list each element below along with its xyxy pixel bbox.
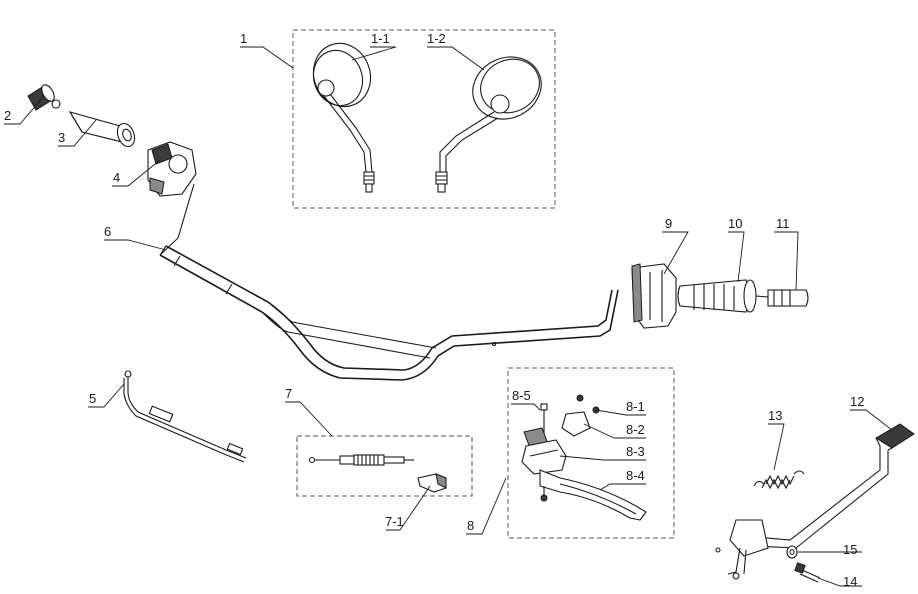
cable-boot bbox=[417, 473, 447, 493]
callout-1: 1 bbox=[240, 31, 247, 46]
callout-8-5: 8-5 bbox=[512, 388, 531, 403]
pedal-bolt bbox=[794, 562, 821, 583]
throttle-cable bbox=[123, 370, 247, 463]
callout-labels: 1 1-1 1-2 2 3 4 6 5 7 7-1 8 8-5 8-1 8-2 … bbox=[4, 31, 864, 589]
callout-9: 9 bbox=[665, 216, 672, 231]
callout-2: 2 bbox=[4, 108, 11, 123]
handlebar bbox=[159, 183, 619, 381]
left-switch-housing bbox=[147, 141, 197, 197]
throttle-grip bbox=[677, 279, 769, 313]
mirror-group-box bbox=[292, 29, 556, 209]
pedal-washer bbox=[786, 545, 798, 559]
mirror-right bbox=[435, 56, 542, 193]
callout-8-4: 8-4 bbox=[626, 468, 645, 483]
left-grip bbox=[68, 111, 136, 148]
cable-group-box bbox=[296, 435, 473, 497]
lever-assembly bbox=[521, 394, 647, 521]
callout-7: 7 bbox=[285, 386, 292, 401]
callout-1-2: 1-2 bbox=[427, 31, 446, 46]
mirror-left bbox=[312, 42, 375, 193]
callout-5: 5 bbox=[89, 391, 96, 406]
throttle-housing bbox=[631, 263, 677, 329]
bar-end-weight bbox=[27, 84, 61, 111]
callout-8: 8 bbox=[467, 518, 474, 533]
callout-13: 13 bbox=[768, 408, 782, 423]
callout-8-2: 8-2 bbox=[626, 422, 645, 437]
leader-lines bbox=[4, 46, 893, 587]
lever-group-box bbox=[507, 367, 675, 539]
callout-12: 12 bbox=[850, 394, 864, 409]
callout-8-3: 8-3 bbox=[626, 444, 645, 459]
callout-1-1: 1-1 bbox=[371, 31, 390, 46]
callout-14: 14 bbox=[843, 574, 857, 589]
callout-3: 3 bbox=[58, 130, 65, 145]
callout-15: 15 bbox=[843, 542, 857, 557]
callout-7-1: 7-1 bbox=[385, 514, 404, 529]
callout-6: 6 bbox=[104, 224, 111, 239]
callout-8-1: 8-1 bbox=[626, 399, 645, 414]
spring bbox=[753, 470, 805, 490]
callout-4: 4 bbox=[113, 170, 120, 185]
brake-pedal bbox=[715, 423, 915, 580]
callout-10: 10 bbox=[728, 216, 742, 231]
right-bar-end bbox=[767, 289, 809, 307]
clutch-cable bbox=[308, 454, 414, 466]
callout-11: 11 bbox=[776, 216, 790, 231]
